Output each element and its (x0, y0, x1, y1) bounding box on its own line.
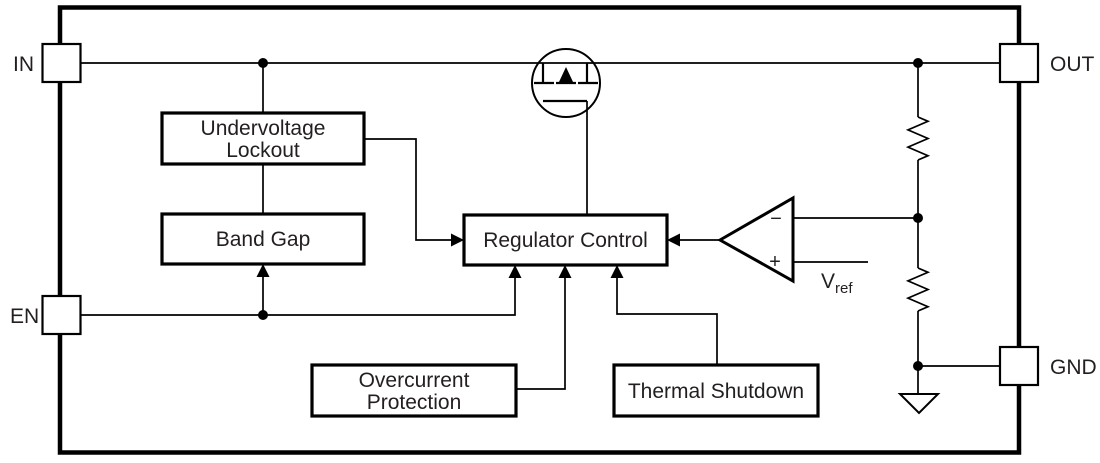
arrowhead (451, 233, 464, 247)
error-amplifier-icon: − + (716, 195, 795, 284)
junction-dot (913, 213, 923, 223)
pin-label-in: IN (13, 53, 34, 76)
pin-in: IN (13, 42, 82, 84)
pin-out: OUT (998, 42, 1095, 84)
pin-label-gnd: GND (1050, 356, 1097, 379)
block-label: Protection (367, 391, 462, 414)
noninverting-input-label: + (769, 251, 781, 273)
transistor-body-arrow (558, 67, 574, 83)
pin-square (998, 345, 1040, 387)
pin-square (41, 294, 82, 336)
block-outline (310, 363, 518, 418)
wires (81, 62, 1000, 394)
wire-en-to-regctrl (81, 277, 516, 316)
junction-dot (913, 361, 923, 371)
ground-symbol-icon (897, 393, 941, 415)
arrowhead (508, 265, 522, 278)
block-outline (462, 213, 669, 267)
pin-gnd: GND (998, 345, 1097, 387)
block-band-gap: Band Gap (160, 212, 366, 266)
junction-dot (258, 310, 268, 320)
block-overcurrent-protection: Overcurrent Protection (310, 363, 518, 418)
block-label: Thermal Shutdown (628, 380, 804, 403)
wire-thermal-to-regctrl (616, 277, 718, 365)
arrowhead (256, 264, 270, 277)
chip-boundary (57, 5, 1022, 455)
error-amplifier-triangle (716, 195, 795, 284)
block-label: Overcurrent (359, 369, 470, 392)
block-label: Regulator Control (483, 229, 648, 252)
arrowhead (558, 265, 572, 278)
vref-symbol: V (821, 270, 835, 293)
pin-label-en: EN (10, 305, 39, 328)
feedback-resistor-bottom (905, 267, 931, 312)
block-outline (612, 363, 820, 418)
pin-label-out: OUT (1050, 53, 1095, 76)
transistor-circle (531, 48, 601, 118)
pin-square (998, 42, 1040, 84)
wire-uvlo-to-regctrl (364, 138, 453, 241)
block-thermal-shutdown: Thermal Shutdown (612, 363, 820, 418)
junction-dot (258, 58, 268, 68)
block-label: Lockout (226, 139, 300, 162)
vref-subscript: ref (835, 280, 853, 297)
arrowheads (256, 233, 680, 278)
vref-label: Vref (821, 270, 853, 297)
transistor-terminals (541, 63, 589, 83)
block-label: Undervoltage (201, 117, 326, 140)
wire-ocp-to-regctrl (516, 277, 566, 390)
block-outline (160, 212, 366, 266)
pin-en: EN (10, 294, 82, 336)
junction-dots (258, 58, 923, 371)
block-outline (160, 111, 366, 166)
arrowhead (610, 265, 624, 278)
arrowhead (667, 233, 680, 247)
block-regulator-control: Regulator Control (462, 213, 669, 267)
block-undervoltage-lockout: Undervoltage Lockout (160, 111, 366, 166)
pmos-pass-transistor-icon (531, 48, 601, 118)
feedback-resistor-top (905, 116, 931, 161)
block-label: Band Gap (216, 228, 311, 251)
inverting-input-label: − (770, 208, 782, 230)
junction-dot (913, 58, 923, 68)
pin-square (41, 42, 82, 84)
